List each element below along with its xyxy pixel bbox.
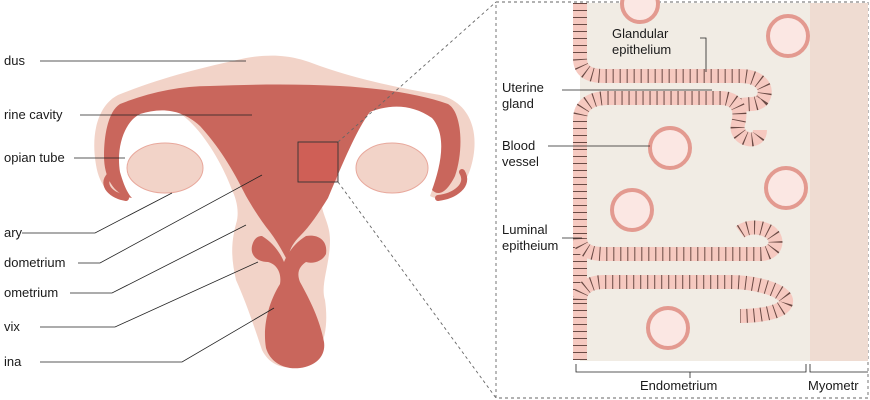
blood-vessel-2: [766, 14, 810, 58]
zoom-connector-top: [337, 1, 497, 143]
label-luminal-epithelium-2: epitheium: [502, 238, 558, 253]
leader-myometrium: [70, 224, 247, 294]
blood-vessel-1: [620, 0, 660, 24]
label-blood-vessel-2: vessel: [502, 154, 539, 169]
leader-endometrium: [78, 174, 263, 264]
lower-gland-tube: [573, 275, 793, 323]
uterus-overview: [94, 55, 475, 369]
label-luminal-epithelium-1: Luminal: [502, 222, 548, 237]
uterine-cavity-region: [104, 84, 461, 262]
label-fundus: dus: [4, 53, 25, 68]
left-fimbriae: [103, 172, 129, 201]
detail-panel: Glandular epithelium Uterine gland Blood…: [495, 0, 869, 399]
layer-brackets: Endometrium Myometr: [575, 364, 868, 393]
right-fimbriae: [435, 169, 468, 201]
blood-vessel-3: [648, 126, 692, 170]
bracket-myometrium: [809, 364, 868, 373]
label-glandular-epithelium-1: Glandular: [612, 26, 669, 41]
uterine-gland-tube: [573, 91, 767, 360]
blood-vessel-5: [764, 166, 808, 210]
label-cervix: vix: [4, 319, 20, 334]
leader-vagina: [40, 307, 275, 363]
zoom-region-box: [297, 141, 339, 183]
label-ovary: ary: [4, 225, 23, 240]
label-endometrium: dometrium: [4, 255, 65, 270]
uterine-lumen: [497, 3, 577, 363]
label-endometrium-layer: Endometrium: [640, 378, 717, 393]
bracket-endometrium: [575, 364, 807, 373]
leader-glandular-epithelium: [700, 37, 707, 72]
label-uterine-gland-1: Uterine: [502, 80, 544, 95]
myometrium-band: [810, 3, 868, 361]
leader-cervix: [40, 261, 259, 328]
blood-vessel-4: [610, 188, 654, 232]
label-glandular-epithelium-2: epithelium: [612, 42, 671, 57]
cervix-canal: [251, 235, 327, 369]
overview-leaders: [22, 60, 275, 363]
zoom-connector-bottom: [337, 181, 497, 399]
epithelium-layer: [573, 3, 793, 360]
label-myometrium-layer: Myometr: [808, 378, 859, 393]
right-ovary: [355, 142, 429, 194]
luminal-epithelium-outline: [573, 220, 783, 261]
label-myometrium: ometrium: [4, 285, 58, 300]
label-fallopian-tube: opian tube: [4, 150, 65, 165]
detail-labels: Glandular epithelium Uterine gland Blood…: [502, 26, 671, 253]
blood-vessel-6: [646, 306, 690, 350]
glandular-epithelium-top-outline: [573, 3, 772, 115]
label-uterine-gland-2: gland: [502, 96, 534, 111]
left-ovary: [126, 142, 204, 194]
label-blood-vessel-1: Blood: [502, 138, 535, 153]
label-vagina: ina: [4, 354, 22, 369]
leader-ovary: [22, 192, 173, 234]
overview-labels: dus rine cavity opian tube ary dometrium…: [4, 53, 65, 369]
blood-vessels: [610, 0, 810, 350]
detail-leaders: [548, 37, 712, 239]
label-uterine-cavity: rine cavity: [4, 107, 63, 122]
